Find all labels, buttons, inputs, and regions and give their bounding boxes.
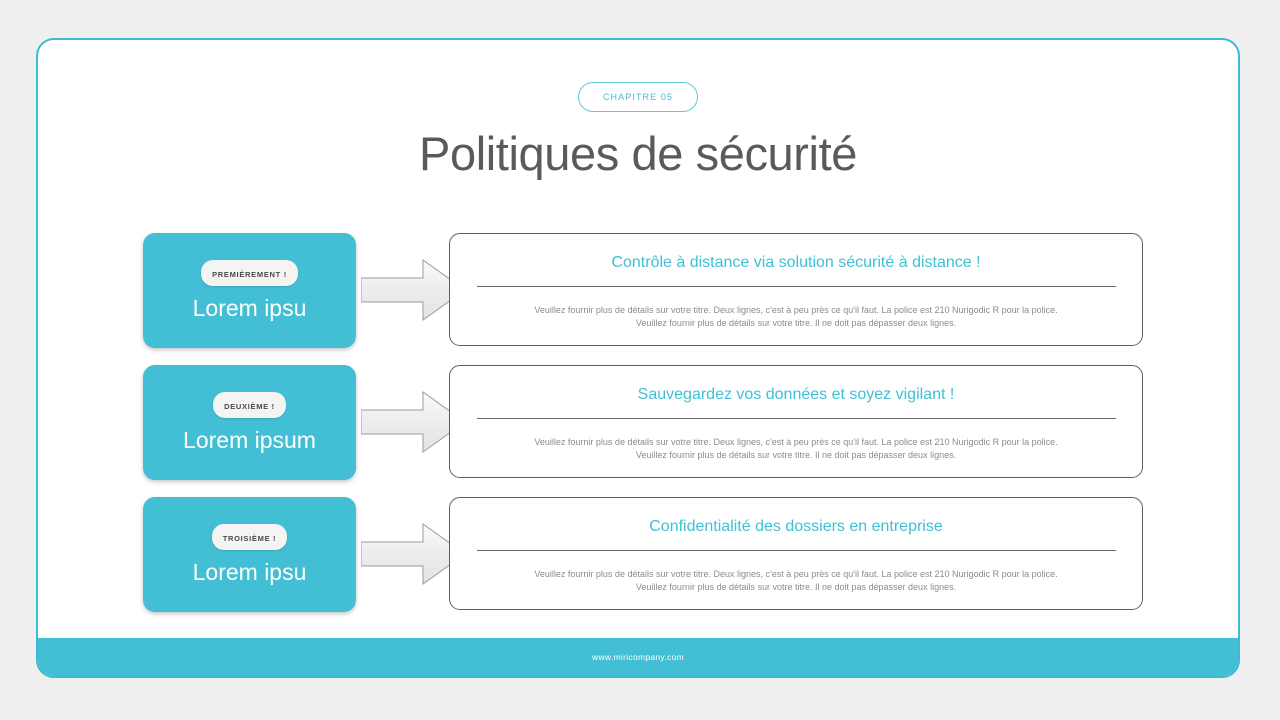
step-tile-label: Lorem ipsu [192,294,307,321]
step-tile-label: Lorem ipsu [192,558,307,585]
step-pill-label: PREMIÈREMENT ! [212,269,287,279]
arrow-right-icon [360,259,466,321]
panel-divider [476,550,1116,551]
content-row: DEUXIÈME ! Lorem ipsum [38,365,1238,497]
detail-panel-heading: Confidentialité des dossiers en entrepri… [649,518,943,535]
step-tile[interactable]: DEUXIÈME ! Lorem ipsum [143,365,356,480]
detail-panel-heading: Sauvegardez vos données et soyez vigilan… [637,386,955,403]
arrow-right-icon [360,523,466,585]
chapter-badge-label: CHAPITRE 05 [602,92,674,102]
step-pill-label: TROISIÈME ! [222,533,277,543]
content-row: PREMIÈREMENT ! Lorem ipsu [38,233,1238,365]
step-tile[interactable]: TROISIÈME ! Lorem ipsu [143,497,356,612]
step-pill: TROISIÈME ! [211,523,288,550]
content-rows: PREMIÈREMENT ! Lorem ipsu [38,233,1238,629]
detail-panel: Contrôle à distance via solution sécurit… [449,233,1143,346]
detail-panel-body: Veuillez fournir plus de détails sur vot… [534,305,1058,329]
step-pill: DEUXIÈME ! [213,391,286,418]
detail-panel-heading: Contrôle à distance via solution sécurit… [611,254,981,271]
panel-divider [476,418,1116,419]
step-tile-label: Lorem ipsum [183,426,316,453]
detail-panel: Sauvegardez vos données et soyez vigilan… [449,365,1143,478]
chapter-badge: CHAPITRE 05 [578,82,698,112]
content-row: TROISIÈME ! Lorem ipsu [38,497,1238,629]
panel-divider [476,286,1116,287]
page-title: Politiques de sécurité [419,127,857,180]
arrow-right-icon [360,391,466,453]
slide-frame: CHAPITRE 05 Politiques de sécurité PREMI… [36,38,1240,678]
detail-panel-body: Veuillez fournir plus de détails sur vot… [534,437,1058,461]
detail-panel-body: Veuillez fournir plus de détails sur vot… [534,569,1058,593]
step-pill: PREMIÈREMENT ! [201,259,298,286]
step-pill-label: DEUXIÈME ! [224,401,275,411]
detail-panel: Confidentialité des dossiers en entrepri… [449,497,1143,610]
step-tile[interactable]: PREMIÈREMENT ! Lorem ipsu [143,233,356,348]
footer-bar: www.miricompany.com [38,638,1238,676]
footer-url[interactable]: www.miricompany.com [592,652,684,662]
